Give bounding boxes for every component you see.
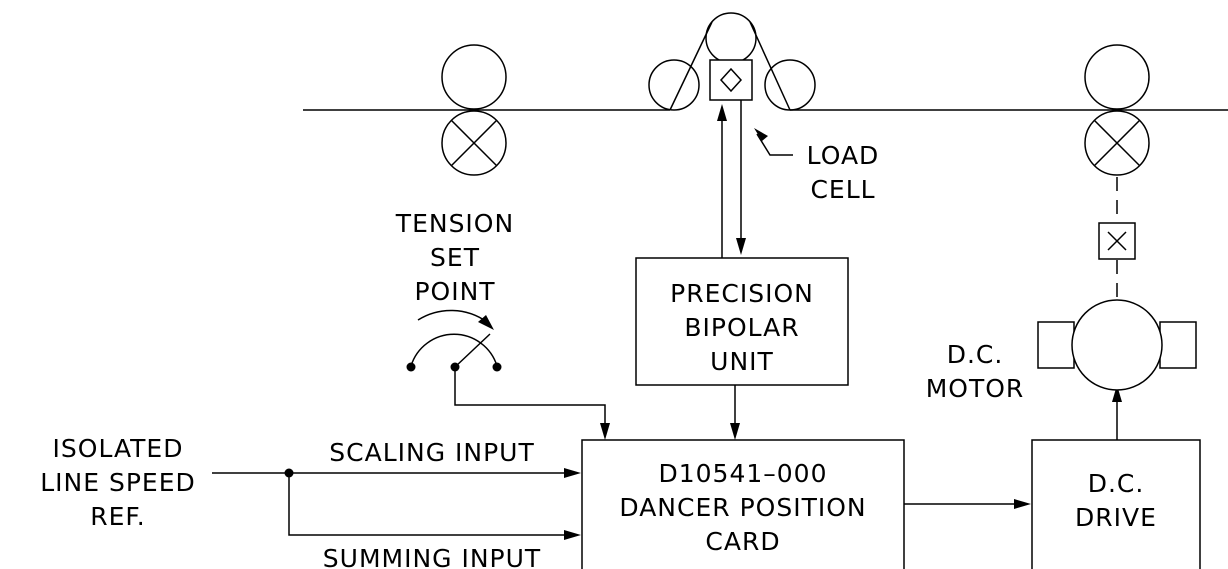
isolated-line-speed-ref: ISOLATED LINE SPEED REF. SCALING INPUT S…	[40, 434, 581, 569]
motor-brush-left	[1037, 321, 1075, 369]
right-drive-roll	[1084, 110, 1150, 176]
summing-input-wire	[288, 473, 564, 536]
drive-box	[1031, 439, 1201, 569]
load-cell-diamond-icon	[719, 67, 743, 93]
gearbox-box	[1098, 222, 1136, 260]
motor-armature	[1071, 299, 1163, 391]
left-nip-roll-pair	[441, 44, 507, 176]
pot-terminal-right	[492, 362, 502, 372]
pot-wiper	[454, 333, 491, 368]
pot-terminal-left	[406, 362, 416, 372]
bipolar-unit-box	[635, 257, 849, 386]
bipolar-label-line1: PRECISION	[670, 279, 814, 308]
load-cell-arrowhead	[754, 128, 768, 141]
dancer-top-roll	[705, 12, 757, 64]
motor-brush-right	[1159, 321, 1197, 369]
bipolar-label-line2: BIPOLAR	[684, 313, 799, 342]
bipolar-label-line3: UNIT	[710, 347, 774, 376]
signal-up-arrowhead	[717, 104, 727, 121]
card-label-line3: CARD	[705, 527, 780, 556]
load-cell-label-line1: LOAD	[807, 141, 880, 170]
tension-label-line2: SET	[430, 243, 480, 272]
mechanical-coupling	[1098, 177, 1136, 300]
isolated-label-line3: REF.	[90, 502, 145, 531]
web-wrap-right	[749, 21, 791, 111]
summing-input-arrowhead	[564, 530, 581, 540]
tension-set-point: TENSION SET POINT	[395, 209, 610, 440]
drive-label-line1: D.C.	[1088, 469, 1145, 498]
dancer-roll-assembly	[648, 12, 816, 111]
scaling-input-label: SCALING INPUT	[329, 438, 534, 467]
card-label-line1: D10541–000	[659, 459, 828, 488]
precision-bipolar-unit: PRECISION BIPOLAR UNIT	[635, 257, 849, 386]
left-top-roll	[441, 44, 507, 110]
scaling-input-arrowhead	[564, 468, 581, 478]
load-cell-box	[709, 59, 753, 101]
load-cell-label-line2: CELL	[810, 175, 875, 204]
load-cell-signal-lines	[717, 100, 746, 258]
tension-label-line1: TENSION	[395, 209, 514, 238]
right-nip-roll-pair	[1084, 44, 1150, 176]
web-wrap-left	[669, 21, 713, 111]
set-point-wire	[454, 367, 606, 424]
dancer-right-roll	[764, 59, 816, 111]
motor-label-line2: MOTOR	[926, 374, 1025, 403]
load-cell-callout: LOAD CELL	[754, 128, 880, 204]
drive-to-motor-arrowhead	[1112, 385, 1122, 402]
adjust-arrowhead-icon	[478, 315, 494, 330]
bipolar-to-card-arrowhead	[730, 423, 740, 440]
right-top-roll	[1084, 44, 1150, 110]
signal-down-arrowhead	[736, 238, 746, 255]
tension-label-line3: POINT	[414, 277, 495, 306]
drive-label-line2: DRIVE	[1075, 503, 1157, 532]
dancer-position-card: D10541–000 DANCER POSITION CARD	[581, 439, 905, 569]
summing-input-label: SUMMING INPUT	[323, 544, 541, 569]
adjust-arrow-arc	[417, 309, 488, 323]
dc-motor: D.C. MOTOR	[926, 299, 1197, 403]
card-label-line2: DANCER POSITION	[619, 493, 866, 522]
gearbox-x-icon-b	[1107, 231, 1127, 251]
dancer-left-roll	[648, 59, 700, 111]
load-cell-leader	[756, 133, 793, 156]
isolated-label-line1: ISOLATED	[53, 434, 184, 463]
isolated-label-line2: LINE SPEED	[40, 468, 196, 497]
motor-label-line1: D.C.	[947, 340, 1004, 369]
dc-drive: D.C. DRIVE	[1031, 439, 1201, 569]
set-point-arrowhead	[600, 423, 610, 440]
card-to-drive-arrowhead	[1014, 499, 1031, 509]
left-drive-roll	[441, 110, 507, 176]
potentiometer-arc	[410, 333, 498, 367]
